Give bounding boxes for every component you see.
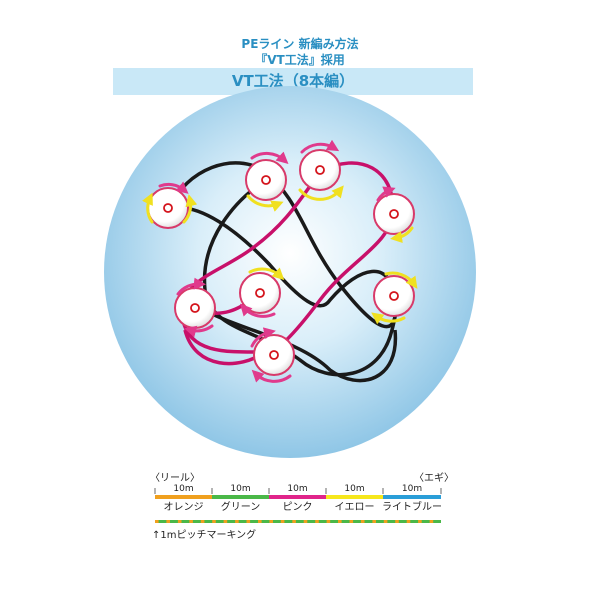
segment-name-lightblue: ライトブルー — [382, 502, 442, 513]
arrow-pink — [184, 324, 214, 338]
segment-length: 10m — [230, 484, 251, 494]
arrow-yellow — [246, 194, 284, 212]
segment-name-pink: ピンク — [282, 502, 313, 513]
marking-tick — [418, 520, 422, 523]
band-title: VT工法（8本編） — [231, 72, 355, 90]
marking-tick — [349, 520, 354, 523]
segment-length: 10m — [287, 484, 308, 494]
arrow-pink — [250, 327, 276, 348]
arrow-yellow — [390, 226, 414, 244]
marking-tick — [395, 520, 399, 523]
marking-tick — [326, 520, 331, 523]
marking-tick — [155, 520, 159, 523]
segment-length: 10m — [344, 484, 365, 494]
spool — [239, 272, 281, 314]
segment-bar-orange — [155, 495, 212, 499]
arrow-pink — [158, 181, 189, 194]
marking-tick — [406, 520, 411, 523]
segment-name-orange: オレンジ — [163, 502, 204, 513]
egi-label: 〈エギ〉 — [414, 473, 454, 484]
marking-tick — [280, 520, 285, 523]
arrow-pink — [300, 139, 340, 154]
arrow-yellow — [142, 192, 154, 224]
segment-length: 10m — [173, 484, 194, 494]
arrow-pink — [376, 186, 396, 202]
spool — [245, 159, 287, 201]
segment-bar-lightblue — [383, 495, 441, 499]
marking-caption: ↑1mピッチマーキング — [152, 530, 257, 541]
arrow-pink — [176, 277, 206, 296]
arrow-yellow — [384, 271, 418, 289]
segment-bar-yellow — [326, 495, 383, 499]
marking-tick — [338, 520, 342, 523]
marking-tick — [246, 520, 251, 523]
arrow-pink — [250, 151, 289, 164]
header-subtitle: 『VT工法』採用 — [255, 53, 345, 67]
arrow-yellow — [182, 194, 198, 224]
segment-name-yellow: イエロー — [334, 502, 375, 513]
arrow-yellow — [371, 312, 406, 325]
marking-tick — [303, 520, 308, 523]
segment-bar-green — [212, 495, 269, 499]
arrow-yellow — [248, 267, 285, 281]
arrow-pink — [251, 369, 292, 383]
arrow-yellow — [298, 185, 344, 201]
marking-tick — [360, 520, 365, 523]
marking-tick — [235, 520, 239, 523]
marking-tick — [223, 520, 228, 523]
segment-bar-pink — [269, 495, 326, 499]
marking-tick — [177, 520, 182, 523]
spool — [373, 275, 415, 317]
header-title: PEライン 新編み方法 — [241, 37, 359, 51]
segment-name-green: グリーン — [220, 502, 261, 513]
marking-tick — [315, 520, 319, 523]
marking-tick — [429, 520, 434, 523]
marking-strip — [155, 520, 441, 523]
reel-label: 〈リール〉 — [150, 473, 200, 484]
marking-tick — [189, 520, 193, 523]
marking-tick — [212, 520, 216, 523]
marking-tick — [166, 520, 170, 523]
marking-tick — [269, 520, 273, 523]
marking-tick — [200, 520, 205, 523]
segment-length: 10m — [401, 484, 423, 494]
marking-tick — [292, 520, 296, 523]
spool — [299, 149, 341, 191]
marking-tick — [383, 520, 388, 523]
marking-tick — [258, 520, 262, 523]
marking-tick — [372, 520, 376, 523]
arrow-pink — [239, 303, 276, 318]
